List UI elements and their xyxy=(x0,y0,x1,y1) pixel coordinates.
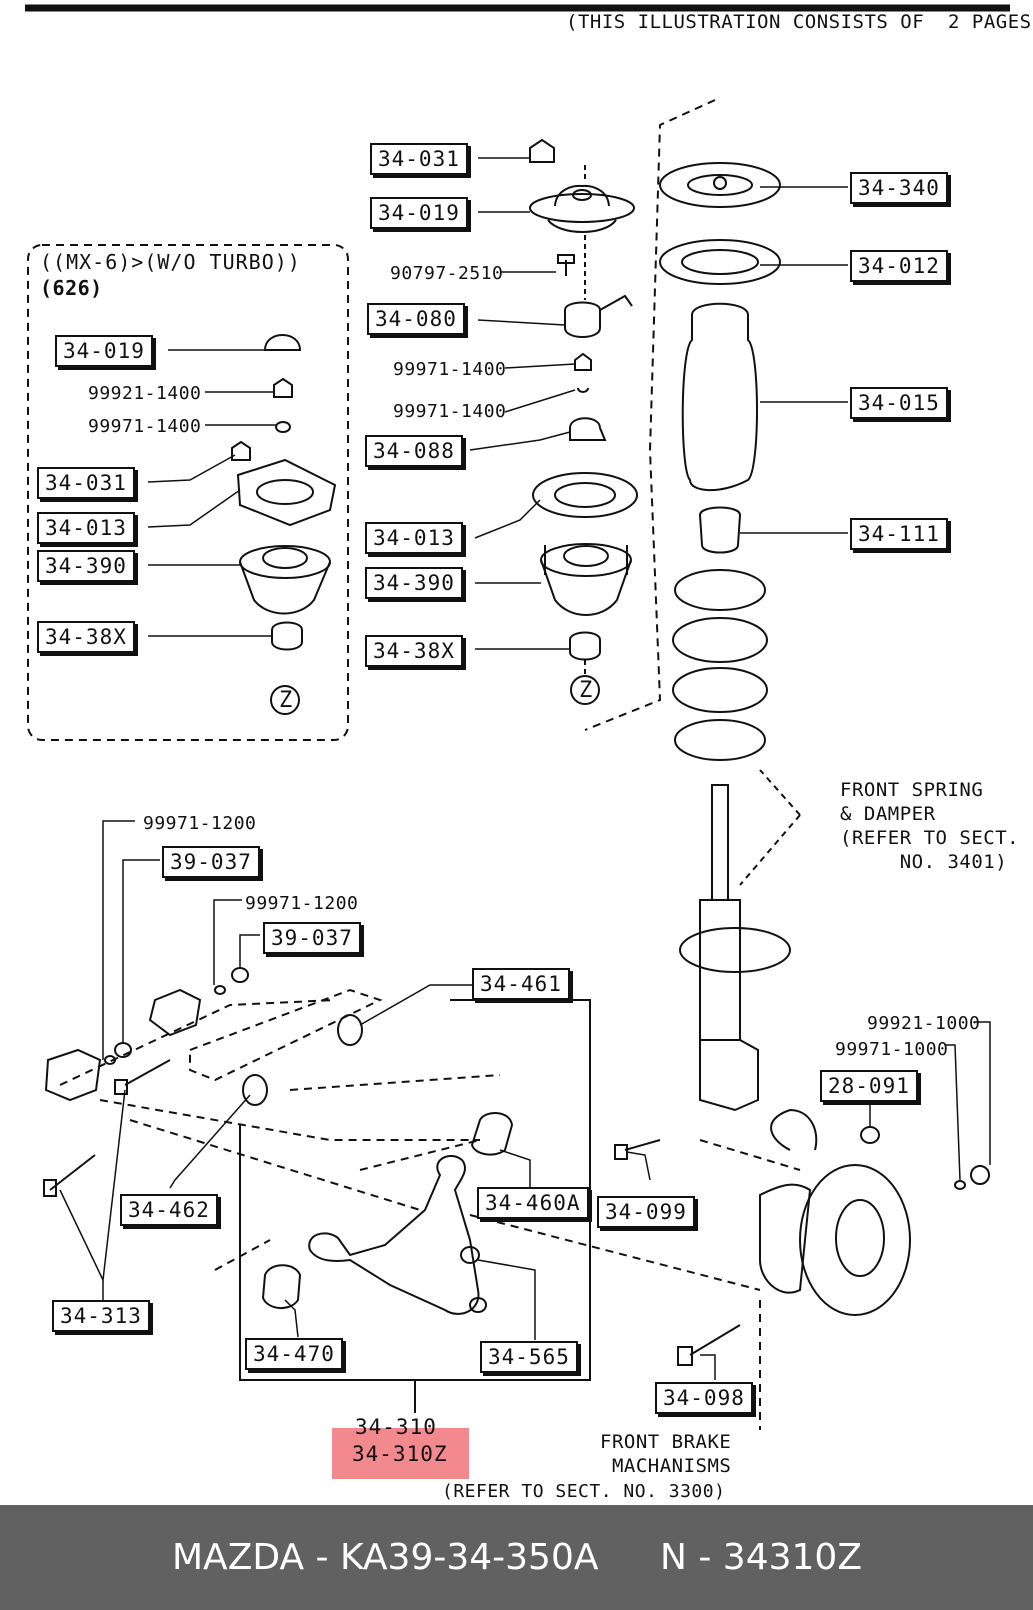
part-label-99971-1200-b[interactable]: 99971-1200 xyxy=(245,893,359,914)
footer-diagram-ref: N - 34310Z xyxy=(660,1537,862,1578)
part-label-99971-1400-b[interactable]: 99971-1400 xyxy=(393,401,507,422)
z-mid-circle xyxy=(570,675,600,705)
part-label-34-390-left[interactable]: 34-390 xyxy=(37,550,135,582)
part-label-34-310z[interactable]: 34-310Z xyxy=(352,1442,448,1466)
bolt-icon xyxy=(557,254,575,276)
part-label-99971-1400-left[interactable]: 99971-1400 xyxy=(88,416,202,437)
part-label-34-080[interactable]: 34-080 xyxy=(367,303,465,335)
part-label-34-088[interactable]: 34-088 xyxy=(365,435,463,467)
part-label-34-470[interactable]: 34-470 xyxy=(245,1338,343,1370)
bushing-462-icon xyxy=(242,1074,268,1106)
damper-rod-icon xyxy=(711,784,729,901)
note-front-brake: FRONT BRAKE MACHANISMS xyxy=(600,1431,732,1477)
bolt-098-icon xyxy=(689,1324,741,1356)
part-label-34-013-mid[interactable]: 34-013 xyxy=(365,522,463,554)
part-label-34-461[interactable]: 34-461 xyxy=(472,968,570,1000)
part-label-99971-1400-a[interactable]: 99971-1400 xyxy=(393,359,507,380)
cap-left-icon xyxy=(263,334,302,351)
bolt-099-icon xyxy=(624,1139,661,1151)
part-label-99921-1400[interactable]: 99921-1400 xyxy=(88,383,202,404)
part-label-34-015[interactable]: 34-015 xyxy=(850,387,948,419)
bump-stop-icon xyxy=(698,506,742,554)
boot-icon xyxy=(681,302,758,492)
note-front-spring: FRONT SPRING & DAMPER (REFER TO SECT. NO… xyxy=(840,779,1020,873)
part-label-34-390-mid[interactable]: 34-390 xyxy=(365,567,463,599)
part-label-34-013-left[interactable]: 34-013 xyxy=(37,512,135,544)
bushing-460a-icon xyxy=(470,1112,514,1156)
part-label-34-313[interactable]: 34-313 xyxy=(52,1300,150,1332)
part-label-34-098[interactable]: 34-098 xyxy=(655,1382,753,1414)
bushing-bracket-right xyxy=(148,988,202,1037)
part-label-34-340[interactable]: 34-340 xyxy=(850,172,948,204)
mount-icon xyxy=(540,543,632,577)
footer-bar: MAZDA - KA39-34-350A N - 34310Z xyxy=(0,1505,1033,1610)
bushing-bracket-left xyxy=(44,1048,102,1102)
variant-title: ((MX-6)>(W/O TURBO)) xyxy=(40,250,301,274)
bracket-icon xyxy=(564,301,601,338)
part-label-34-38x-left[interactable]: 34-38X xyxy=(37,621,135,653)
part-label-99971-1200-a[interactable]: 99971-1200 xyxy=(143,813,257,834)
parts-diagram xyxy=(25,4,1010,1430)
gasket-icon xyxy=(532,472,638,518)
part-label-34-565[interactable]: 34-565 xyxy=(480,1341,578,1373)
part-label-34-019-top[interactable]: 34-019 xyxy=(370,197,468,229)
gasket-left-icon xyxy=(236,458,337,527)
part-label-34-111[interactable]: 34-111 xyxy=(850,518,948,550)
mount-plate-icon xyxy=(529,193,635,223)
part-label-34-460a[interactable]: 34-460A xyxy=(477,1187,589,1219)
part-label-34-38x-mid[interactable]: 34-38X xyxy=(365,635,463,667)
part-label-34-310[interactable]: 34-310 xyxy=(355,1415,437,1439)
z-left-circle xyxy=(270,685,300,715)
part-label-99921-1000[interactable]: 99921-1000 xyxy=(867,1013,981,1034)
part-label-34-031-left[interactable]: 34-031 xyxy=(37,467,135,499)
z-mid-label: Z xyxy=(579,678,593,703)
variant-subtitle: (626) xyxy=(40,276,103,300)
part-label-34-031-top[interactable]: 34-031 xyxy=(370,143,468,175)
insulator-icon xyxy=(659,239,781,285)
footer-part-number: MAZDA - KA39-34-350A xyxy=(172,1537,599,1578)
mount-left-icon xyxy=(239,545,331,579)
variant-dashed-box xyxy=(27,244,349,741)
bushing-470-icon xyxy=(261,1264,302,1309)
note-brake-ref: (REFER TO SECT. NO. 3300) xyxy=(442,1481,726,1502)
cap-icon xyxy=(569,631,601,661)
brake-disc-icon xyxy=(799,1164,911,1316)
part-label-34-462[interactable]: 34-462 xyxy=(120,1194,218,1226)
seat-icon xyxy=(659,162,781,208)
part-label-34-012[interactable]: 34-012 xyxy=(850,250,948,282)
clamp-icon xyxy=(569,417,607,441)
bushing-461-icon xyxy=(337,1014,363,1046)
knuckle-icon xyxy=(770,1108,818,1151)
lower-arm-icon xyxy=(308,1155,480,1315)
coil-spring-icon xyxy=(674,569,766,611)
part-label-34-099[interactable]: 34-099 xyxy=(597,1196,695,1228)
part-label-99971-1000[interactable]: 99971-1000 xyxy=(835,1039,949,1060)
part-label-90797-2510[interactable]: 90797-2510 xyxy=(390,263,504,284)
part-label-28-091[interactable]: 28-091 xyxy=(820,1070,918,1102)
header-note: (THIS ILLUSTRATION CONSISTS OF 2 PAGES) xyxy=(566,11,1033,33)
part-label-39-037-a[interactable]: 39-037 xyxy=(162,846,260,878)
part-label-39-037-b[interactable]: 39-037 xyxy=(263,922,361,954)
highlight-34-310z xyxy=(332,1428,469,1479)
damper-body-icon xyxy=(699,899,741,1041)
nut-top-icon xyxy=(529,138,555,163)
ball-joint-icon xyxy=(460,1246,480,1264)
z-left-label: Z xyxy=(279,688,293,713)
part-label-34-019-left[interactable]: 34-019 xyxy=(55,335,153,367)
